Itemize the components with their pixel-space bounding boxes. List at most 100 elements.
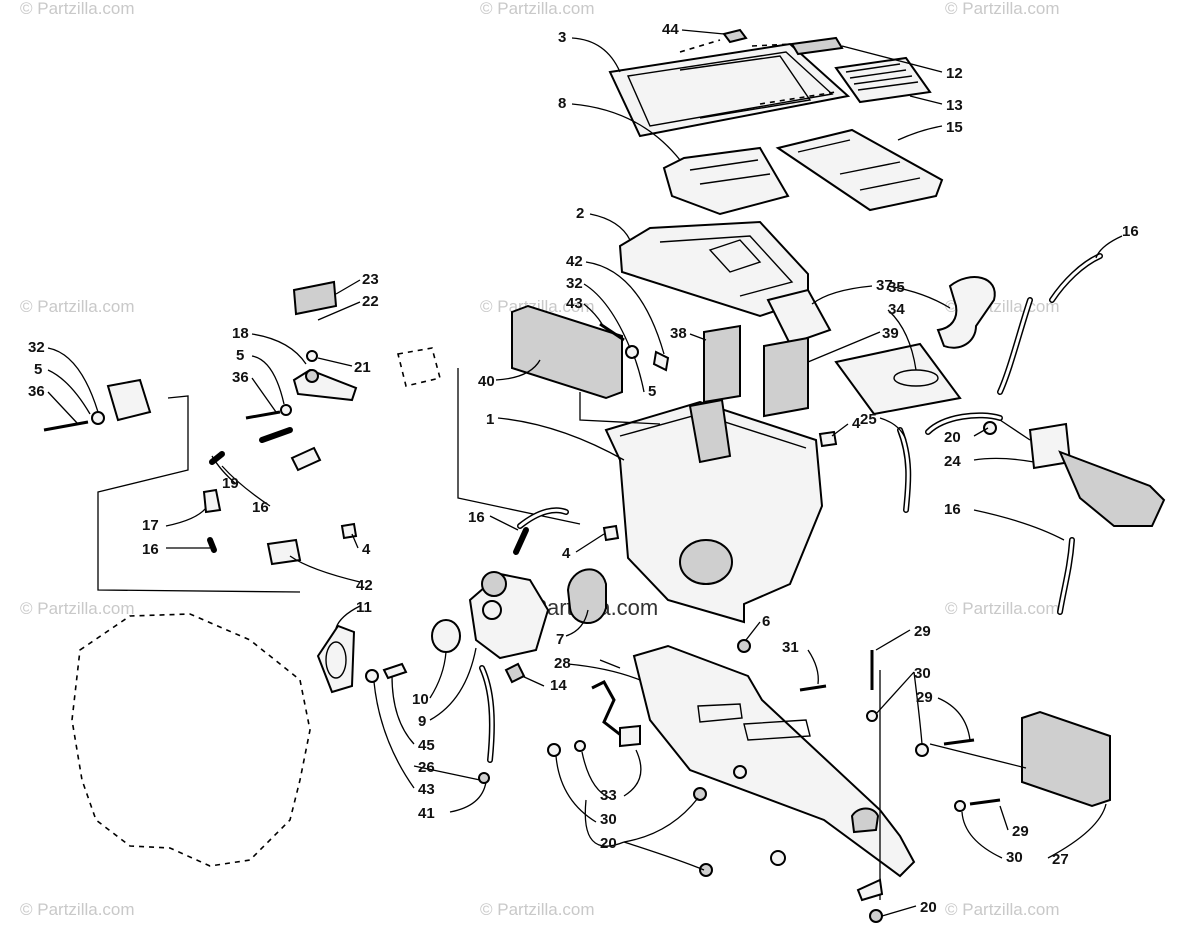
callout-40: 40 (478, 373, 495, 390)
part-23 (292, 280, 338, 316)
callout-4: 4 (852, 415, 861, 432)
callout-42: 42 (566, 253, 583, 270)
callout-33: 33 (600, 787, 617, 804)
watermark: © Partzilla.com (945, 0, 1060, 18)
callout-5: 5 (34, 361, 42, 378)
callout-36: 36 (28, 383, 45, 400)
callout-20: 20 (944, 429, 961, 446)
part-2-upper-housing (618, 220, 809, 318)
callout-44: 44 (662, 21, 679, 38)
callout-3: 3 (558, 29, 566, 46)
part-7-boot (566, 568, 607, 624)
callout-19: 19 (222, 475, 239, 492)
callout-35: 35 (888, 279, 905, 296)
part-38-filter (703, 324, 741, 404)
watermark: © Partzilla.com (480, 900, 595, 919)
part-1-main-housing (604, 400, 824, 624)
watermark: © Partzilla.com (945, 599, 1060, 618)
part-18-bracket (292, 368, 358, 402)
callout-45: 45 (418, 737, 435, 754)
part-34-gasket (834, 342, 962, 416)
callout-10: 10 (412, 691, 429, 708)
callout-13: 13 (946, 97, 963, 114)
part-8 (662, 146, 790, 216)
callout-5: 5 (236, 347, 244, 364)
callout-37: 37 (876, 277, 893, 294)
part-11-flange (316, 624, 356, 694)
callout-20: 20 (600, 835, 617, 852)
callout-43: 43 (418, 781, 435, 798)
part-33-rod (591, 680, 623, 738)
part-24-hose-block (1058, 450, 1166, 527)
callout-8: 8 (558, 95, 566, 112)
callout-29: 29 (1012, 823, 1029, 840)
callout-43: 43 (566, 295, 583, 312)
leader-lines (47, 29, 1123, 917)
callout-36: 36 (232, 369, 249, 386)
part-39-filter (763, 336, 809, 418)
callout-34: 34 (888, 301, 905, 318)
part-43-washer (365, 669, 379, 683)
callout-11: 11 (356, 599, 372, 616)
part-26 (478, 772, 490, 784)
watermark: © Partzilla.com (480, 297, 595, 316)
callout-22: 22 (362, 293, 379, 310)
hose-16 (207, 253, 1103, 763)
watermarks: © Partzilla.com © Partzilla.com © Partzi… (20, 0, 1060, 919)
callout-16: 16 (1122, 223, 1139, 240)
part-3-lid (608, 42, 851, 138)
callout-31: 31 (782, 639, 799, 656)
callout-1: 1 (486, 411, 494, 428)
part-17-fuel-filter (202, 488, 222, 514)
callout-16: 16 (468, 509, 485, 526)
callout-30: 30 (600, 811, 617, 828)
watermark: © Partzilla.com (945, 900, 1060, 919)
callout-29: 29 (914, 623, 931, 640)
callout-2: 2 (576, 205, 584, 222)
watermark: © Partzilla.com (20, 599, 135, 618)
part-36-mount (106, 378, 152, 422)
callout-4: 4 (562, 545, 571, 562)
part-37 (766, 288, 832, 346)
part-28-silencer (632, 644, 916, 878)
callout-30: 30 (914, 665, 931, 682)
callout-38: 38 (670, 325, 687, 342)
callout-25: 25 (860, 411, 877, 428)
callout-30: 30 (1006, 849, 1023, 866)
callout-41: 41 (418, 805, 435, 822)
watermark: © Partzilla.com (20, 900, 135, 919)
callout-32: 32 (28, 339, 45, 356)
part-12 (790, 36, 844, 56)
callout-28: 28 (554, 655, 571, 672)
callout-39: 39 (882, 325, 899, 342)
callout-17: 17 (142, 517, 159, 534)
callout-23: 23 (362, 271, 379, 288)
callout-20: 20 (920, 899, 937, 916)
callout-24: 24 (944, 453, 961, 470)
engine-outline (71, 613, 311, 867)
callout-21: 21 (354, 359, 371, 376)
watermark: © Partzilla.com (20, 0, 135, 18)
watermark: © Partzilla.com (480, 0, 595, 18)
part-45-bolt (382, 662, 408, 680)
callout-16: 16 (142, 541, 159, 558)
callout-16: 16 (944, 501, 961, 518)
callout-14: 14 (550, 677, 567, 694)
callout-27: 27 (1052, 851, 1069, 868)
part-35-elbow (936, 276, 996, 349)
callout-42: 42 (356, 577, 373, 594)
watermark: © Partzilla.com (20, 297, 135, 316)
callouts: 44 3 12 13 8 15 2 16 37 23 22 42 32 43 3… (28, 21, 1139, 916)
parts (43, 28, 1166, 923)
part-44 (722, 28, 748, 44)
callout-9: 9 (418, 713, 426, 730)
callout-7: 7 (556, 631, 564, 648)
callout-5: 5 (648, 383, 656, 400)
callout-4: 4 (362, 541, 371, 558)
callout-15: 15 (946, 119, 963, 136)
part-27-pad (1021, 710, 1111, 808)
callout-12: 12 (946, 65, 963, 82)
callout-18: 18 (232, 325, 249, 342)
hardware (43, 322, 1001, 923)
